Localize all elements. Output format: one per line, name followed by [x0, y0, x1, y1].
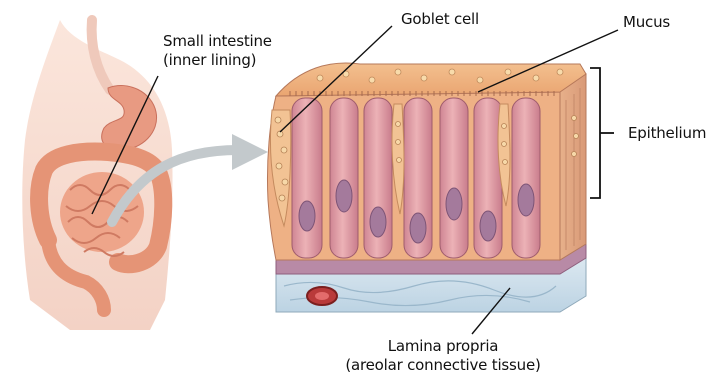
label-mucus: Mucus [623, 13, 670, 32]
label-goblet-cell: Goblet cell [401, 10, 479, 29]
label-lamina-propria-line-2: (areolar connective tissue) [318, 356, 568, 375]
label-lamina-propria-line-1: Lamina propria [318, 337, 568, 356]
label-small-intestine: Small intestine (inner lining) [163, 32, 272, 70]
label-epithelium: Epithelium [628, 124, 706, 143]
label-lamina-propria: Lamina propria (areolar connective tissu… [318, 337, 568, 375]
epithelium-bracket [590, 68, 614, 198]
label-small-intestine-line-1: Small intestine [163, 32, 272, 51]
epithelium-side-face [560, 74, 586, 260]
tissue-block [267, 63, 586, 312]
label-small-intestine-line-2: (inner lining) [163, 51, 272, 70]
